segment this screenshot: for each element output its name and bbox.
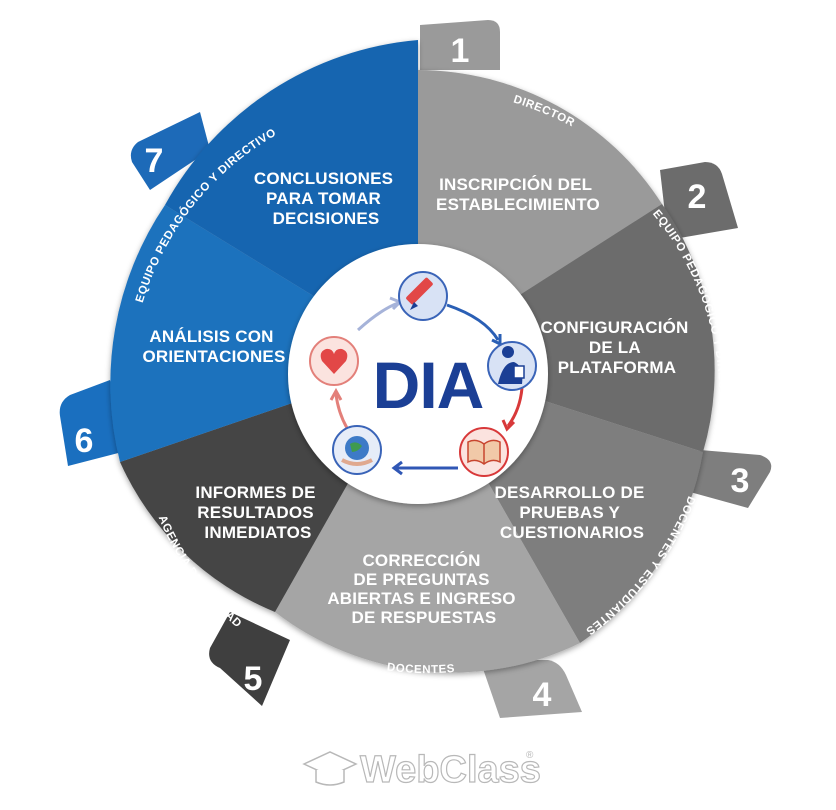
cycle-arrows [329,296,524,476]
open-book-icon [459,427,509,477]
tab-2 [660,162,738,240]
brand-name: WebClass [360,749,540,791]
step-titles: INSCRIPCIÓN DEL ESTABLECIMIENTO CONFIGUR… [142,169,694,627]
reading-person-icon [487,341,537,391]
segment-6 [110,205,418,462]
center-hub: DIA [288,244,548,504]
role-label-4: DOCENTES [386,661,455,676]
registered-mark: ® [526,750,534,761]
tab-7 [130,112,210,190]
tab-1 [420,20,500,70]
step-title-5: INFORMES DE RESULTADOS INMEDIATOS [195,483,320,542]
step-number-4: 4 [533,676,552,714]
step-number-3: 3 [731,462,750,500]
step-title-6: ANÁLISIS CON ORIENTACIONES [142,327,285,366]
step-title-2: CONFIGURACIÓN DE LA PLATAFORMA [541,318,694,377]
step-number-6: 6 [75,422,94,460]
tab-4 [480,660,582,718]
step-number-5: 5 [244,660,263,698]
step-title-7: CONCLUSIONES PARA TOMAR DECISIONES [254,169,398,228]
step-numbers: 1 2 3 4 5 6 7 [75,32,750,714]
tab-5 [209,612,290,706]
step-title-3: DESARROLLO DE PRUEBAS Y CUESTIONARIOS [495,483,650,542]
segment-2 [418,204,715,452]
step-title-1: INSCRIPCIÓN DEL ESTABLECIMIENTO [436,175,600,214]
number-tabs [59,20,772,718]
pencil-icon [398,271,448,321]
step-number-2: 2 [688,178,707,216]
step-title-4: CORRECCIÓN DE PREGUNTAS ABIERTAS E INGRE… [327,551,520,627]
webclass-logo: WebClass ® [302,748,540,792]
step-number-7: 7 [145,142,164,180]
step-number-1: 1 [451,32,470,70]
graduation-cap-icon [302,751,358,786]
tab-3 [690,450,772,508]
heart-icon [309,336,359,386]
segment-4 [275,360,580,673]
dia-logo: DIA [373,348,484,422]
globe-hands-icon [332,425,382,475]
